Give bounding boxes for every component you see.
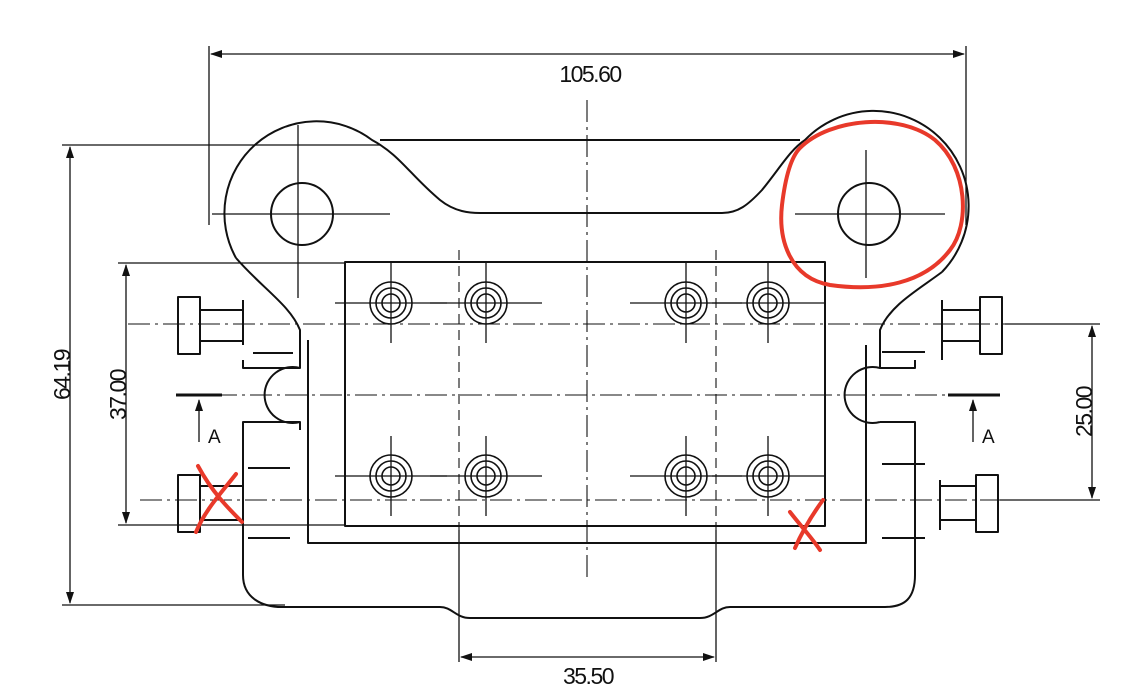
right-top-hole	[795, 150, 945, 278]
markup-cross-right	[788, 498, 825, 552]
dim-inner-height: 37.00	[105, 369, 131, 420]
dimension-25-00: 25.00	[1000, 323, 1100, 501]
section-marker-left: A	[176, 393, 222, 448]
dimension-37-00: 37.00	[105, 262, 345, 526]
side-detail-dashes	[248, 351, 925, 539]
dim-pin-spacing: 25.00	[1071, 386, 1097, 437]
section-marker-right: A	[948, 393, 1000, 448]
dim-overall-height: 64.19	[49, 349, 75, 400]
dim-bottom-width: 35.50	[563, 663, 614, 689]
dimension-64-19: 64.19	[49, 144, 380, 606]
markup-cross-left	[194, 464, 244, 534]
part-outline	[223, 109, 970, 619]
red-markup	[194, 119, 965, 552]
dimension-35-50: 35.50	[458, 530, 717, 689]
counterbore-hole	[630, 263, 742, 343]
counterbore-hole	[335, 436, 447, 516]
section-label-left: A	[208, 427, 221, 448]
right-pins	[939, 296, 1003, 533]
left-top-hole	[212, 125, 390, 298]
counterbore-hole	[712, 436, 824, 516]
counterbore-hole	[430, 263, 542, 343]
markup-circle	[779, 119, 965, 290]
dim-overall-width: 105.60	[559, 61, 621, 87]
counterbore-hole	[430, 436, 542, 516]
left-pins	[177, 296, 244, 533]
counterbore-hole	[712, 263, 824, 343]
center-lines	[128, 100, 1030, 578]
counterbore-holes	[335, 263, 824, 516]
counterbore-hole	[630, 436, 742, 516]
section-label-right: A	[982, 427, 995, 448]
dimension-105-60: 105.60	[208, 46, 967, 225]
